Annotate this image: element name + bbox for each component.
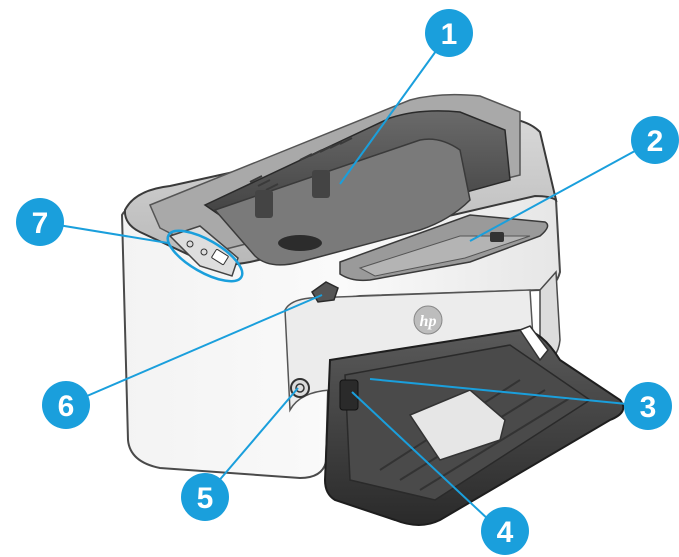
leader-3 [369, 378, 649, 407]
leader-4 [351, 391, 506, 536]
leader-6 [65, 294, 323, 406]
control-panel [168, 225, 239, 277]
callout-leaders [39, 32, 656, 536]
callout-4: 4 [481, 507, 529, 555]
leader-1 [339, 32, 450, 185]
callout-3-number: 3 [640, 391, 657, 424]
input-tray [323, 325, 625, 526]
callout-6-number: 6 [58, 390, 75, 423]
callout-1: 1 [425, 9, 473, 57]
callout-7-number: 7 [32, 207, 49, 240]
callout-4-number: 4 [497, 516, 514, 549]
callout-2: 2 [631, 116, 679, 164]
callout-5-number: 5 [197, 482, 214, 515]
output-tray-extension [339, 214, 549, 282]
control-panel-highlight [166, 229, 244, 283]
hp-logo-text: hp [420, 313, 437, 330]
power-button [290, 378, 310, 398]
callout-7: 7 [16, 198, 64, 246]
callout-5: 5 [181, 473, 229, 521]
hp-logo: hp [413, 305, 443, 335]
callout-2-number: 2 [647, 125, 664, 158]
leader-2 [469, 139, 656, 242]
callout-3: 3 [624, 382, 672, 430]
output-bin [203, 110, 511, 266]
callout-1-number: 1 [441, 18, 458, 51]
callout-6: 6 [42, 381, 90, 429]
